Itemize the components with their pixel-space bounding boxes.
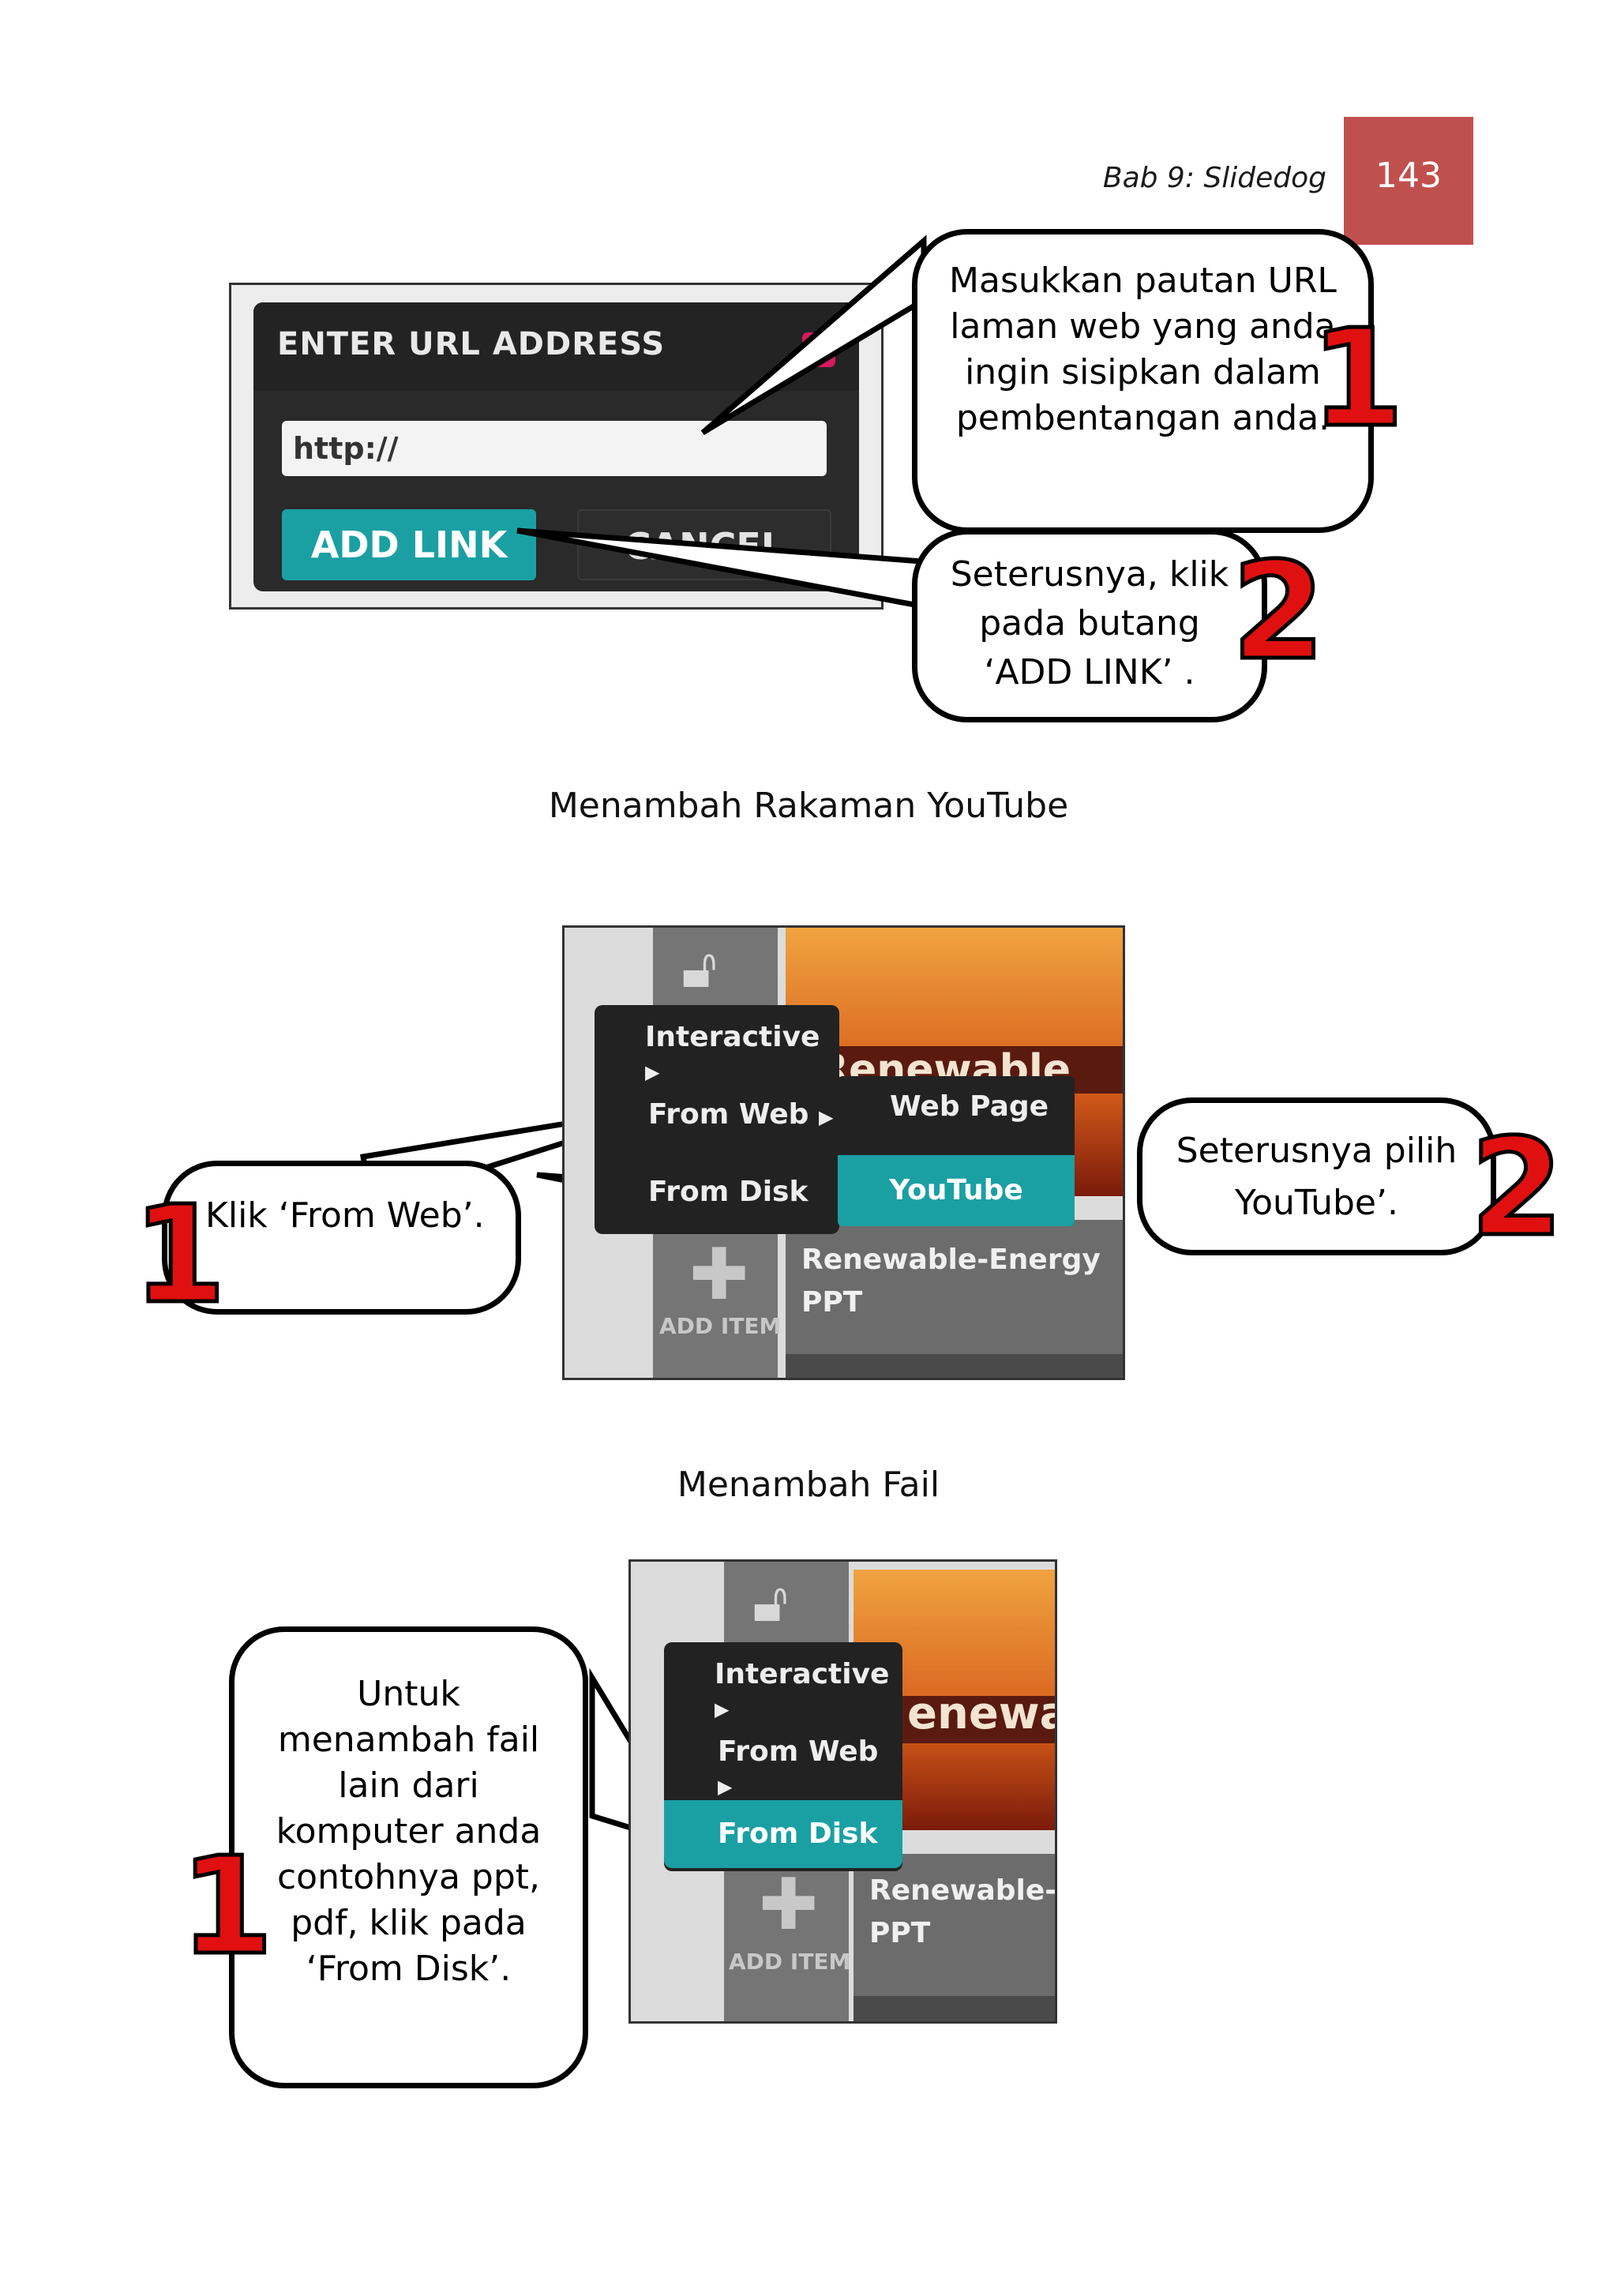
arrow-right-icon: ▶ — [645, 1061, 660, 1083]
chapter-title: Bab 9: Slidedog — [1102, 162, 1326, 194]
callout-number: 1 — [130, 1177, 227, 1334]
caption-file: Menambah Fail — [677, 1465, 940, 1505]
menu-item-from-web[interactable]: From Web ▶ — [718, 1735, 879, 1798]
add-item-label: ADD ITEM — [659, 1313, 782, 1339]
lock-icon[interactable]: 🔓︎ — [752, 1570, 789, 1634]
web-submenu: Web Page YouTube — [838, 1076, 1075, 1226]
add-link-button[interactable]: ADD LINK — [282, 509, 536, 580]
callout-number: 2 — [1468, 1110, 1565, 1266]
callout-number: 2 — [1229, 534, 1326, 690]
lock-icon[interactable]: 🔓︎ — [681, 936, 718, 1000]
plus-icon[interactable]: ✚ — [759, 1863, 819, 1946]
callout-add-link: Seterusnya, klik pada butang ‘ADD LINK’ … — [912, 529, 1267, 722]
caption-youtube: Menambah Rakaman YouTube — [548, 786, 1069, 826]
url-dialog-screenshot: ENTER URL ADDRESS ✖ http:// ADD LINK CAN… — [229, 283, 884, 610]
add-menu: Interactive ▶ From Web ▶ From Disk — [595, 1005, 839, 1234]
add-menu: Interactive ▶ From Web ▶ From Disk — [664, 1642, 902, 1871]
page-number: 143 — [1344, 117, 1473, 245]
menu-item-from-disk[interactable]: From Disk — [664, 1800, 902, 1868]
add-item-label: ADD ITEM — [729, 1949, 851, 1975]
menu-item-interactive[interactable]: Interactive ▶ — [715, 1658, 890, 1720]
callout-from-disk: Untuk menambah fail lain dari komputer a… — [229, 1626, 588, 2088]
callout-text: Klik ‘From Web’. — [205, 1195, 485, 1236]
banner-title: enewabl — [907, 1688, 1055, 1739]
menu-item-interactive[interactable]: Interactive ▶ — [645, 1021, 820, 1083]
item-name: Renewable-En — [869, 1874, 1057, 1907]
callout-text: Untuk menambah fail lain dari komputer a… — [276, 1674, 542, 1989]
callout-number: 1 — [178, 1829, 275, 1985]
item-type: PPT — [869, 1917, 931, 1949]
arrow-right-icon: ▶ — [818, 1106, 834, 1128]
dialog-title: ENTER URL ADDRESS — [277, 326, 666, 362]
file-menu-screenshot: enewabl Renewable-En PPT 🔓︎ ✚ ADD ITEM I… — [628, 1559, 1057, 2024]
callout-from-web: Klik ‘From Web’. — [162, 1161, 521, 1315]
arrow-right-icon: ▶ — [715, 1698, 730, 1720]
plus-icon[interactable]: ✚ — [689, 1233, 749, 1316]
item-name: Renewable-Energy — [801, 1244, 1101, 1276]
youtube-menu-screenshot: Renewable Energ Renewable-Energy PPT 🔓︎ … — [562, 925, 1125, 1380]
arrow-right-icon: ▶ — [718, 1776, 733, 1798]
callout-text: Masukkan pautan URL laman web yang anda … — [949, 261, 1337, 438]
callout-text: Seterusnya pilih YouTube’. — [1176, 1131, 1458, 1223]
callout-youtube: Seterusnya pilih YouTube’. — [1137, 1097, 1496, 1255]
submenu-item-youtube[interactable]: YouTube — [838, 1155, 1075, 1226]
menu-item-from-disk[interactable]: From Disk — [648, 1176, 808, 1208]
submenu-item-web-page[interactable]: Web Page — [890, 1090, 1049, 1123]
menu-item-from-web[interactable]: From Web ▶ — [648, 1098, 834, 1131]
callout-number: 1 — [1308, 301, 1405, 457]
url-input[interactable]: http:// — [282, 421, 827, 476]
callout-url: Masukkan pautan URL laman web yang anda … — [912, 229, 1374, 533]
callout-text: Seterusnya, klik pada butang ‘ADD LINK’ … — [950, 554, 1229, 692]
dialog-titlebar — [253, 302, 859, 391]
item-type: PPT — [801, 1286, 863, 1319]
